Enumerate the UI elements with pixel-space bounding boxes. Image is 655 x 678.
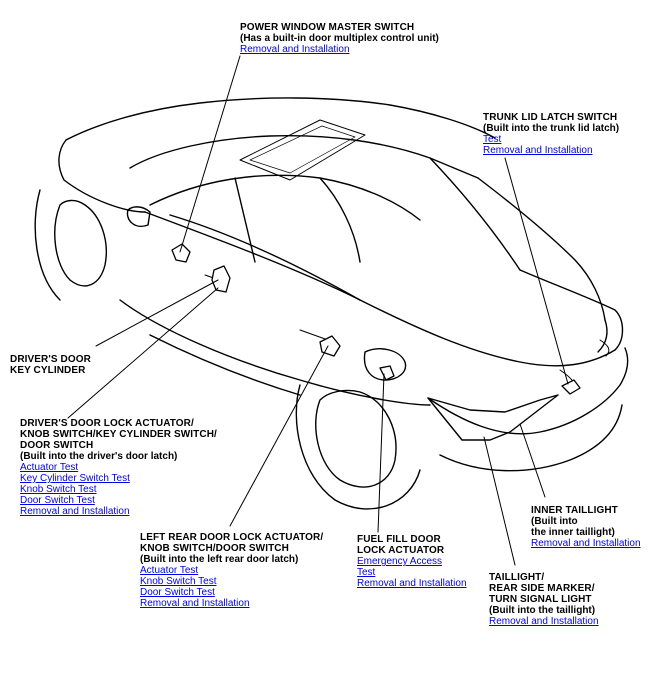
callout-title-line1: FUEL FILL DOOR (357, 534, 441, 545)
removal-installation-link[interactable]: Removal and Installation (531, 538, 641, 549)
removal-installation-link[interactable]: Removal and Installation (240, 44, 350, 55)
key-cylinder-switch-test-link[interactable]: Key Cylinder Switch Test (20, 473, 130, 484)
knob-switch-test-link[interactable]: Knob Switch Test (20, 484, 97, 495)
callout-note: (Built into the driver's door latch) (20, 451, 178, 462)
removal-installation-link[interactable]: Removal and Installation (489, 616, 599, 627)
callout-title: POWER WINDOW MASTER SWITCH (240, 22, 415, 33)
callout-title-line1: DRIVER'S DOOR (10, 354, 91, 365)
callout-title-line2: KEY CYLINDER (10, 365, 86, 376)
removal-installation-link[interactable]: Removal and Installation (357, 578, 467, 589)
emergency-access-link[interactable]: Emergency Access (357, 556, 443, 567)
callout-title-line3: TURN SIGNAL LIGHT (489, 594, 592, 605)
knob-switch-test-link[interactable]: Knob Switch Test (140, 576, 217, 587)
callout-title-line1: LEFT REAR DOOR LOCK ACTUATOR/ (140, 532, 324, 543)
callout-trunk-lid-latch-switch: TRUNK LID LATCH SWITCH (Built into the t… (483, 112, 619, 156)
callout-title-line3: DOOR SWITCH (20, 440, 94, 451)
callout-note: (Built into the trunk lid latch) (483, 123, 620, 134)
callout-note-line1: (Built into (531, 516, 578, 527)
callout-title-line1: TAILLIGHT/ (489, 572, 545, 583)
door-switch-test-link[interactable]: Door Switch Test (140, 587, 215, 598)
callout-taillight: TAILLIGHT/ REAR SIDE MARKER/ TURN SIGNAL… (489, 572, 599, 627)
callout-title-line2: LOCK ACTUATOR (357, 545, 445, 556)
actuator-test-link[interactable]: Actuator Test (20, 462, 79, 473)
component-marks (171, 243, 581, 395)
test-link[interactable]: Test (483, 134, 502, 145)
removal-installation-link[interactable]: Removal and Installation (483, 145, 593, 156)
callout-drivers-door-lock-actuator: DRIVER'S DOOR LOCK ACTUATOR/ KNOB SWITCH… (20, 418, 217, 517)
callout-title: TRUNK LID LATCH SWITCH (483, 112, 618, 123)
callout-title: INNER TAILLIGHT (531, 505, 618, 516)
callout-note-line2: the inner taillight) (531, 527, 615, 538)
actuator-test-link[interactable]: Actuator Test (140, 565, 199, 576)
callout-title-line2: KNOB SWITCH/KEY CYLINDER SWITCH/ (20, 429, 217, 440)
removal-installation-link[interactable]: Removal and Installation (20, 506, 130, 517)
callout-note: (Built into the left rear door latch) (140, 554, 299, 565)
callout-power-window-master-switch: POWER WINDOW MASTER SWITCH (Has a built-… (240, 22, 439, 55)
callout-title-line2: REAR SIDE MARKER/ (489, 583, 595, 594)
callout-note: (Has a built-in door multiplex control u… (240, 33, 439, 44)
car-body (34, 97, 629, 510)
callout-left-rear-door-lock-actuator: LEFT REAR DOOR LOCK ACTUATOR/ KNOB SWITC… (140, 532, 323, 609)
callout-drivers-door-key-cylinder: DRIVER'S DOOR KEY CYLINDER (10, 354, 91, 376)
callout-title-line2: KNOB SWITCH/DOOR SWITCH (140, 543, 289, 554)
removal-installation-link[interactable]: Removal and Installation (140, 598, 250, 609)
door-switch-test-link[interactable]: Door Switch Test (20, 495, 95, 506)
callout-fuel-fill-door-lock-actuator: FUEL FILL DOOR LOCK ACTUATOR Emergency A… (357, 534, 467, 589)
callout-note: (Built into the taillight) (489, 605, 596, 616)
test-link[interactable]: Test (357, 567, 376, 578)
callout-title-line1: DRIVER'S DOOR LOCK ACTUATOR/ (20, 418, 194, 429)
callout-inner-taillight: INNER TAILLIGHT (Built into the inner ta… (531, 505, 641, 549)
leader-lines (67, 55, 569, 566)
